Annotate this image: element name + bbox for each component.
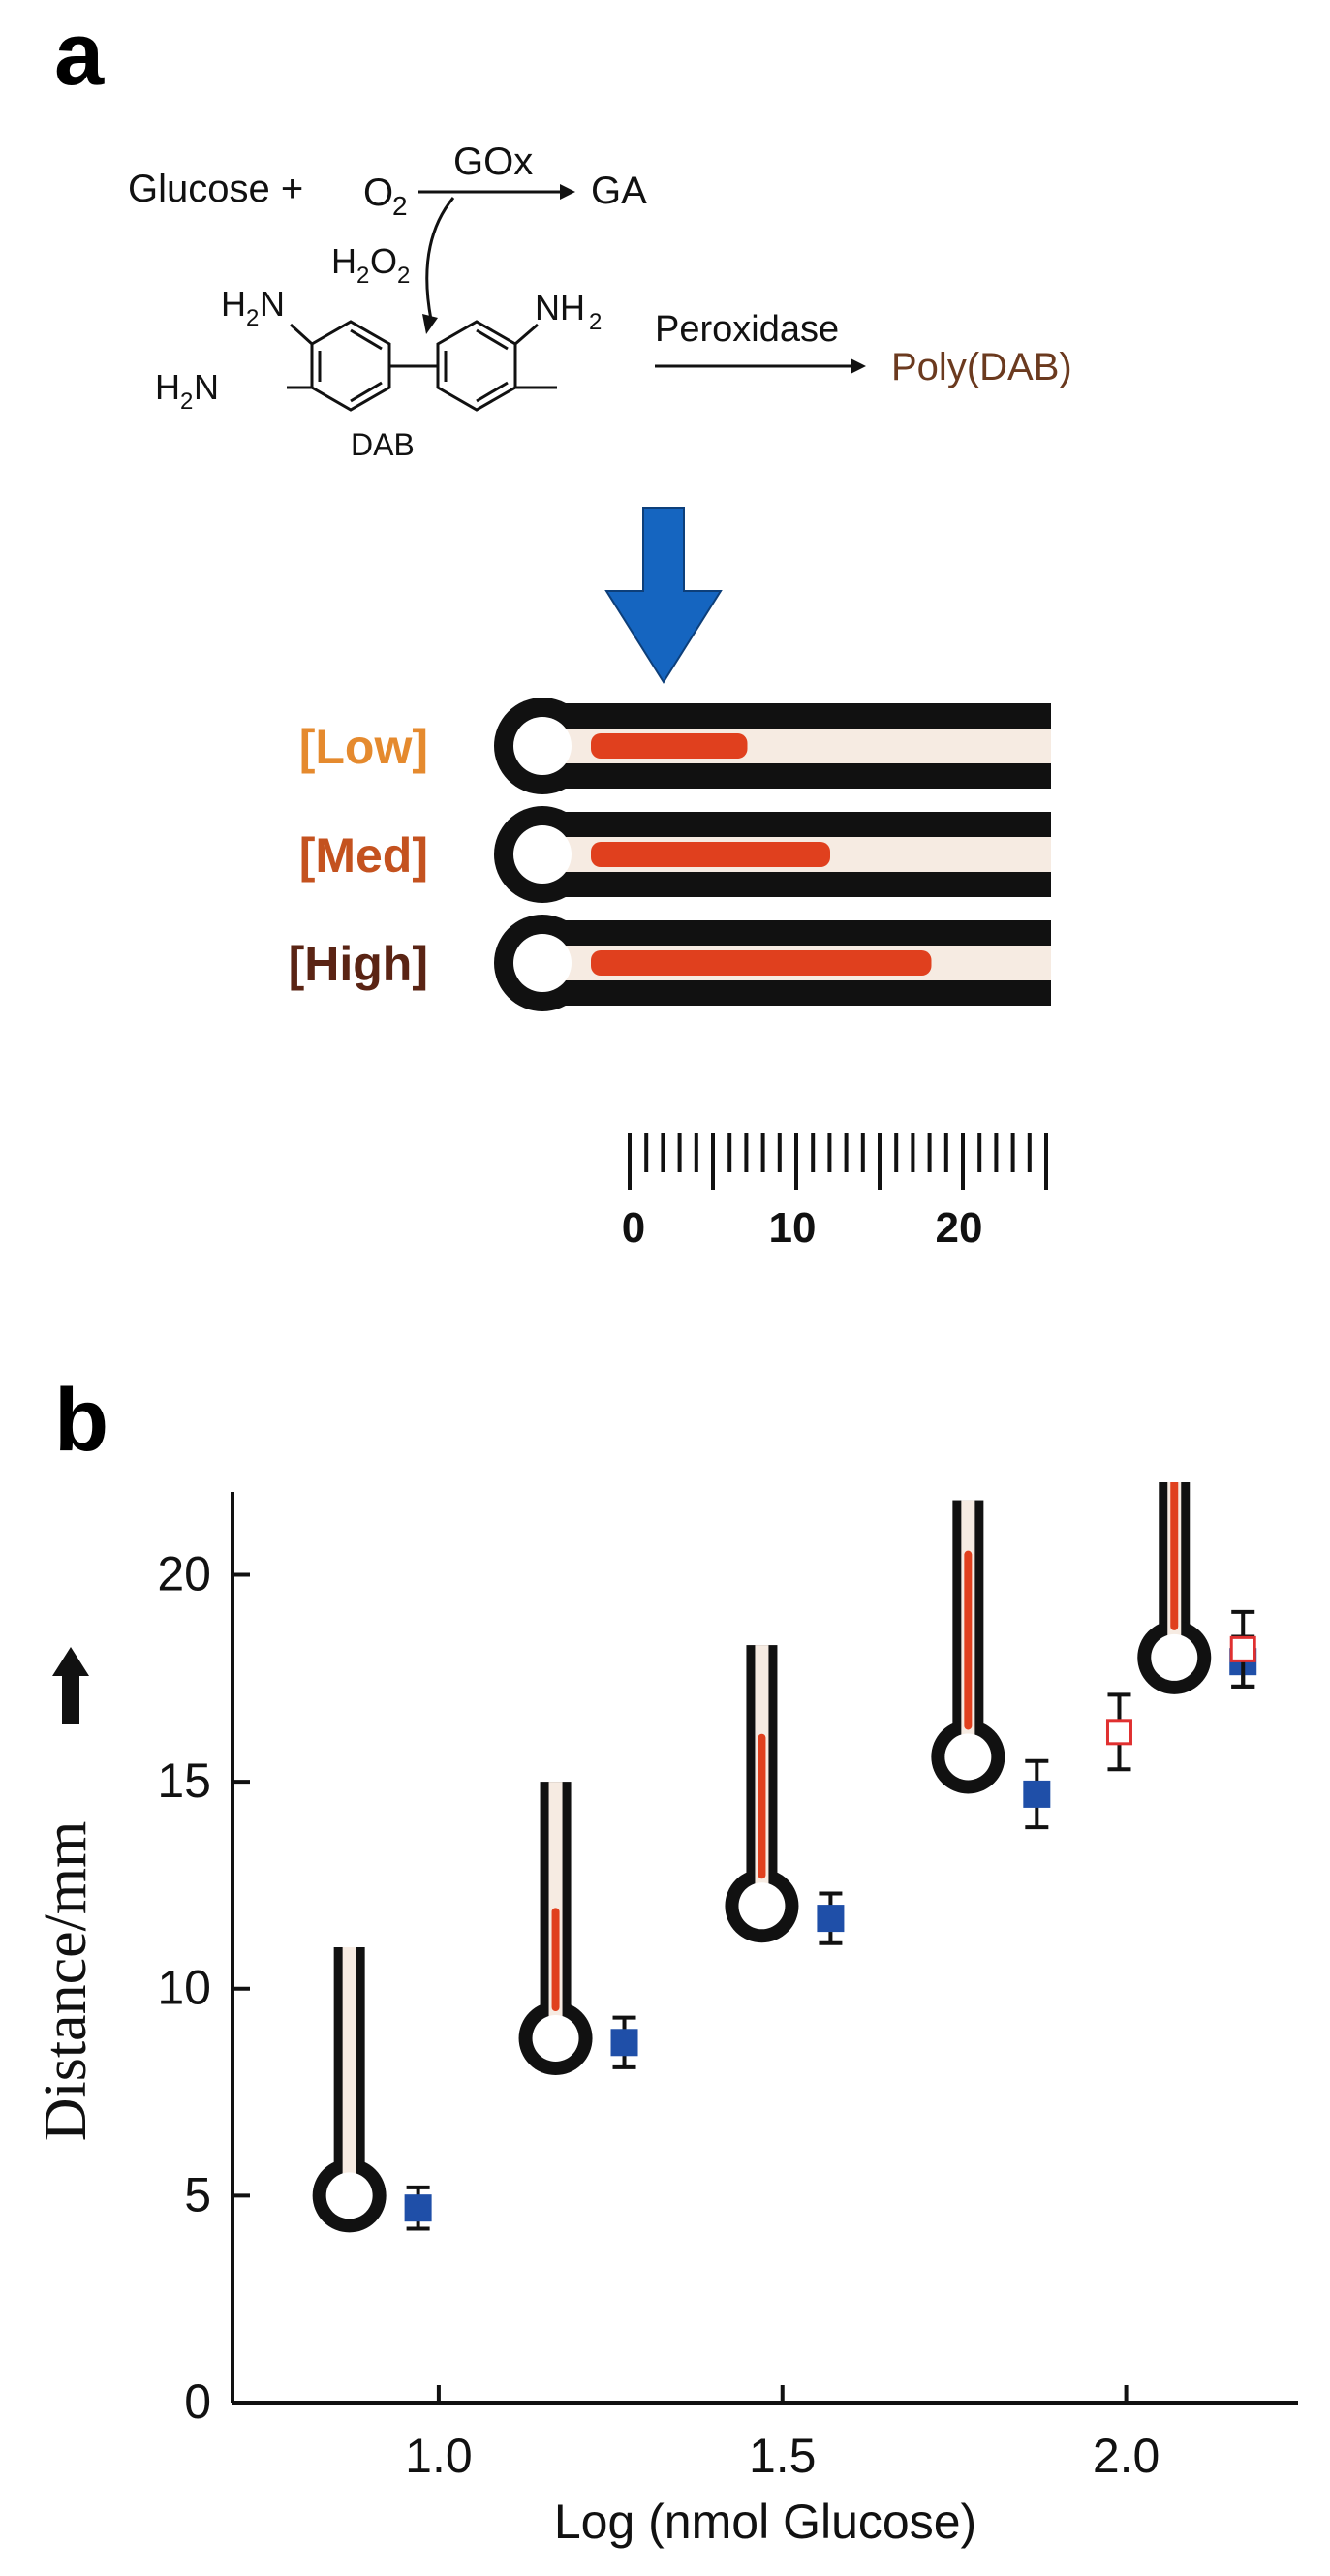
- channel-concentration-label: [Low]: [299, 720, 428, 774]
- channel-polydab-fill: [591, 733, 748, 759]
- y-tick-label: 10: [157, 1961, 211, 2015]
- reaction-scheme: Glucose + O 2 GOx GA H 2 O 2: [128, 140, 1072, 462]
- data-point-filled-square: [1023, 1780, 1051, 1808]
- channel-row: [Low]: [299, 698, 1051, 794]
- h2o2-sub2: 2: [397, 263, 410, 289]
- data-point-filled-square: [404, 2194, 432, 2222]
- data-point-filled-square: [610, 2029, 638, 2057]
- peroxidase-text: Peroxidase: [655, 309, 839, 350]
- h2o2-curved-arrowhead: [422, 314, 438, 334]
- h2n-bottom-n: N: [194, 367, 219, 407]
- panel-b-label: b: [54, 1371, 109, 1470]
- h2n-top-sub: 2: [246, 305, 259, 331]
- data-point-open-square: [1229, 1635, 1256, 1662]
- ruler-tick-label: 0: [622, 1204, 645, 1252]
- dab-label: DAB: [351, 427, 415, 462]
- h2n-bottom-sub: 2: [180, 388, 193, 415]
- y-tick-label: 20: [157, 1546, 211, 1600]
- o2-text: O: [363, 171, 393, 214]
- channel-row: [Med]: [299, 806, 1051, 903]
- channel-polydab-fill: [591, 950, 932, 976]
- ga-product-text: GA: [591, 170, 647, 212]
- x-tick-label: 1.0: [405, 2429, 473, 2483]
- poly-dab-text: Poly(DAB): [891, 346, 1072, 388]
- data-point-filled-square: [817, 1905, 845, 1933]
- channel-reservoir-inner: [513, 934, 572, 992]
- x-axis-label: Log (nmol Glucose): [554, 2495, 976, 2549]
- channel-reservoir-inner: [513, 825, 572, 884]
- channel-inset-icon: [725, 1645, 799, 1943]
- channel-polydab-fill: [591, 842, 830, 867]
- data-point-open-square: [1105, 1719, 1132, 1746]
- ruler: 0 10 20: [622, 1133, 1048, 1252]
- o2-subscript: 2: [392, 191, 408, 221]
- channel-inset-icon: [518, 1782, 593, 2075]
- h2o2-o-text: O: [370, 241, 397, 281]
- glucose-plus-text: Glucose +: [128, 168, 303, 210]
- x-tick-label: 2.0: [1093, 2429, 1160, 2483]
- y-tick-label: 5: [184, 2167, 211, 2221]
- h2o2-h-text: H: [331, 241, 356, 281]
- y-axis-label-arrow-icon: [52, 1647, 89, 1724]
- h2n-bottom-h: H: [155, 367, 180, 407]
- channel-concentration-label: [Med]: [299, 828, 428, 883]
- blue-down-arrow-icon: [604, 507, 723, 684]
- panel-a-label: a: [54, 5, 105, 104]
- x-tick-label: 1.5: [749, 2429, 817, 2483]
- channel-inset-icon: [312, 1947, 387, 2233]
- ruler-tick-label: 10: [769, 1204, 817, 1252]
- y-tick-label: 0: [184, 2374, 211, 2429]
- dab-molecule-structure: [287, 320, 557, 412]
- peroxidase-arrowhead: [851, 358, 866, 374]
- ruler-tick-label: 20: [936, 1204, 983, 1252]
- gox-enzyme-text: GOx: [453, 140, 533, 183]
- h2n-top-h: H: [221, 284, 246, 324]
- h2o2-sub1: 2: [356, 263, 369, 289]
- nh2-right-sub: 2: [589, 309, 602, 335]
- h2n-top-n: N: [260, 284, 285, 324]
- channel-reservoir-inner: [513, 717, 572, 775]
- channel-row: [High]: [289, 915, 1051, 1011]
- nh2-right-n: NH: [535, 288, 585, 327]
- gox-reaction-arrowhead: [560, 184, 575, 200]
- blue-arrow-container: [604, 507, 723, 684]
- channel-inset-icon: [1137, 1482, 1212, 1694]
- y-axis-label: Distance/mm: [33, 1821, 99, 2142]
- channel-concentration-label: [High]: [289, 937, 428, 991]
- channel-panel: [Low] [Med] [High] 0 10 20: [289, 698, 1051, 1252]
- h2o2-curved-arrow: [425, 197, 455, 321]
- channel-inset-icon: [931, 1500, 1005, 1794]
- y-tick-label: 15: [157, 1754, 211, 1808]
